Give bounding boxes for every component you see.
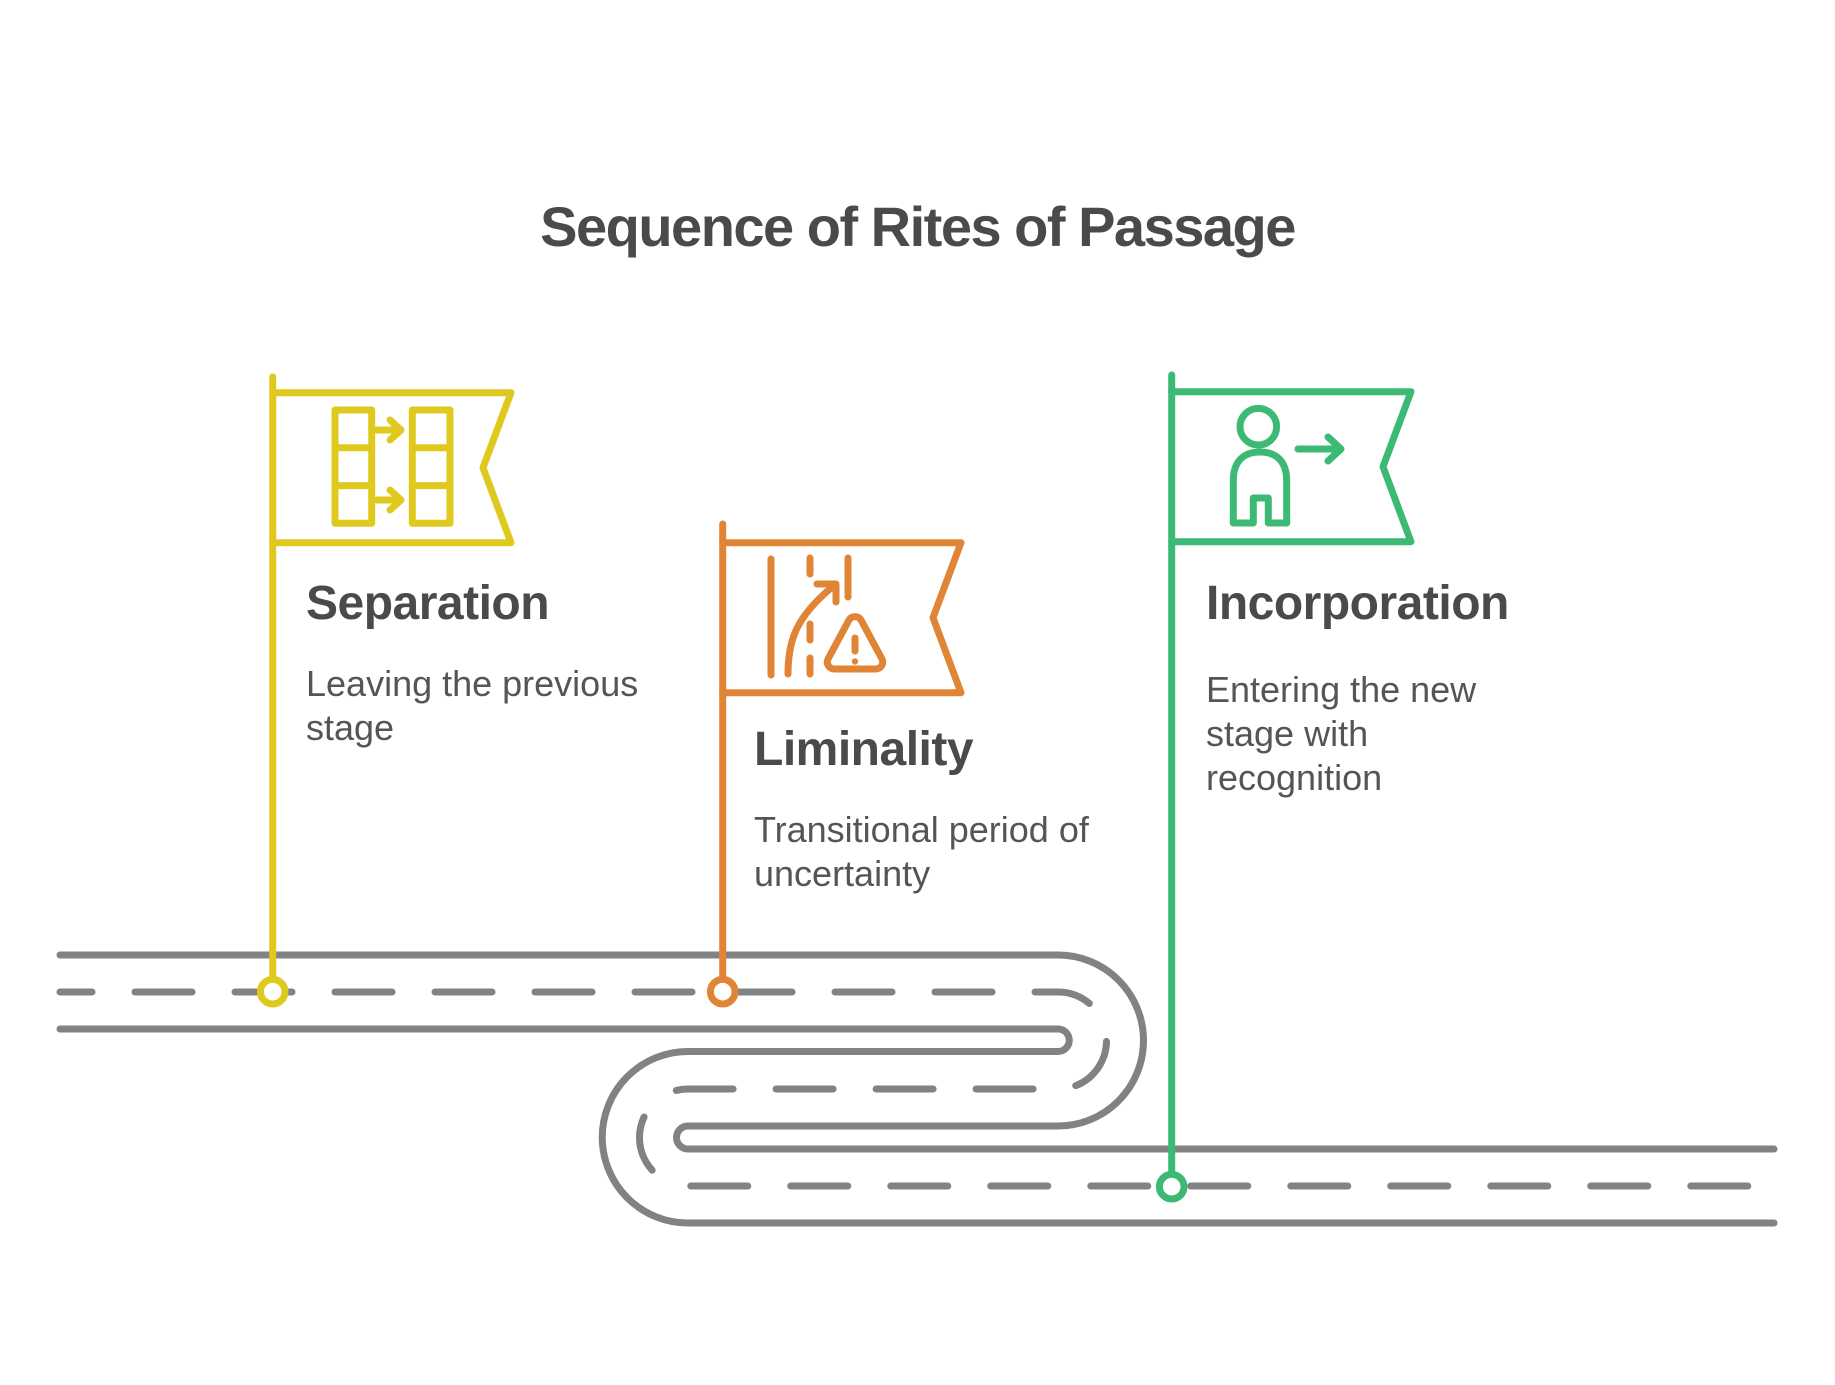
separation-road-marker <box>256 975 289 1008</box>
road-detour-warning-icon <box>767 554 887 679</box>
liminality-road-marker <box>706 975 739 1008</box>
incorporation-flag <box>1155 371 1415 1203</box>
liminality-heading: Liminality <box>754 723 974 776</box>
road-center-dashes <box>56 988 1778 1190</box>
incorporation-description: Entering the new stage with recognition <box>1206 669 1477 798</box>
stacked-boxes-transfer-icon <box>331 406 454 527</box>
incorporation-heading: Incorporation <box>1206 577 1509 630</box>
separation-flag <box>256 373 515 1008</box>
separation-heading: Separation <box>306 577 550 630</box>
road-edge-a <box>56 951 1778 1153</box>
liminality-description: Transitional period of uncertainty <box>754 809 1089 894</box>
person-arrow-right-icon <box>1229 404 1345 527</box>
liminality-flag-banner <box>719 539 965 697</box>
incorporation-flag-banner <box>1168 388 1415 546</box>
separation-flag-banner <box>269 389 515 547</box>
liminality-flag <box>706 520 965 1008</box>
separation-description: Leaving the previous stage <box>306 663 639 748</box>
road <box>56 951 1778 1227</box>
incorporation-road-marker <box>1155 1170 1188 1203</box>
road-edge-b <box>56 1025 1778 1227</box>
diagram-title: Sequence of Rites of Passage <box>540 195 1296 258</box>
